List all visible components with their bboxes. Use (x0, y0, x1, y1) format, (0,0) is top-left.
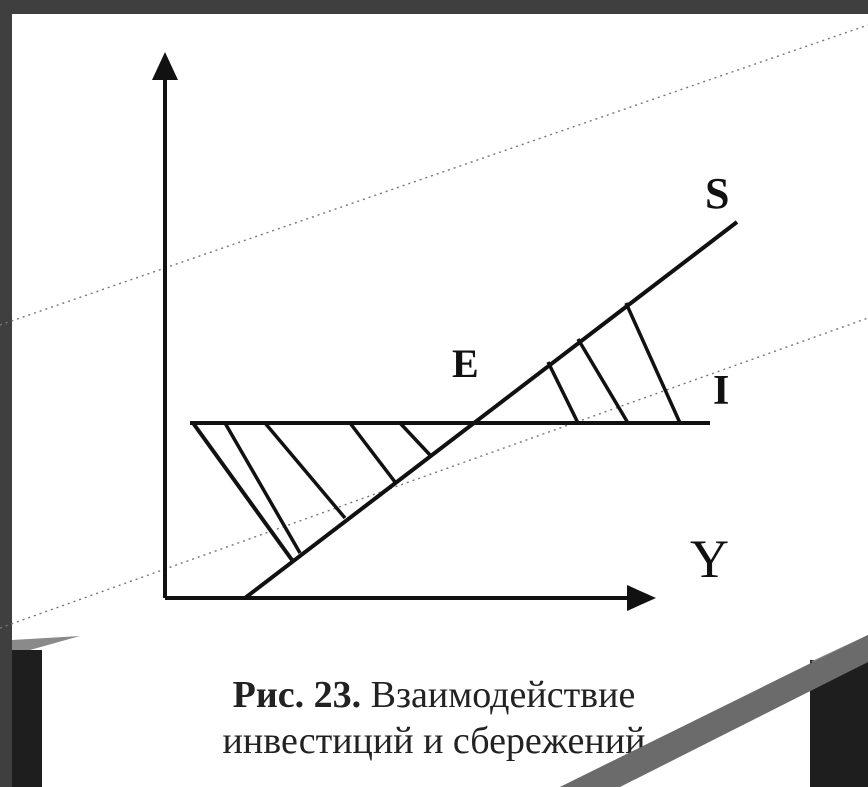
hatch-right-2 (576, 338, 630, 424)
label-equilibrium: E (452, 341, 479, 386)
hatch-left-1 (223, 422, 302, 554)
label-investment: I (713, 368, 730, 414)
caption-title-part-1: Взаимодействие (370, 674, 636, 716)
caption-figure-number: Рис. 23. (232, 674, 362, 716)
savings-line (243, 220, 739, 600)
overlay-gray-left-top (12, 636, 80, 650)
overlay-left-frame (0, 640, 12, 787)
hatch-left-3 (348, 421, 397, 484)
caption-line-1: Рис. 23. Взаимодействие (0, 672, 868, 718)
caption-line-2: инвестиций и сбережений (222, 720, 646, 762)
x-axis-arrow-icon (627, 585, 656, 611)
overlay-dark-left (12, 650, 42, 787)
left-triangle-edge (191, 421, 294, 562)
dotted-guide-lower (0, 317, 868, 629)
figure-caption: Рис. 23. Взаимодействие инвестиций и сбе… (0, 672, 868, 764)
hatch-left-2 (263, 421, 347, 520)
label-income: Y (690, 529, 729, 589)
hatch-right-1 (546, 361, 580, 424)
y-axis-arrow-icon (152, 52, 178, 80)
hatch-right-3 (624, 302, 682, 424)
label-savings: S (705, 169, 730, 218)
paper (12, 14, 868, 787)
hatch-left-4 (398, 421, 432, 457)
